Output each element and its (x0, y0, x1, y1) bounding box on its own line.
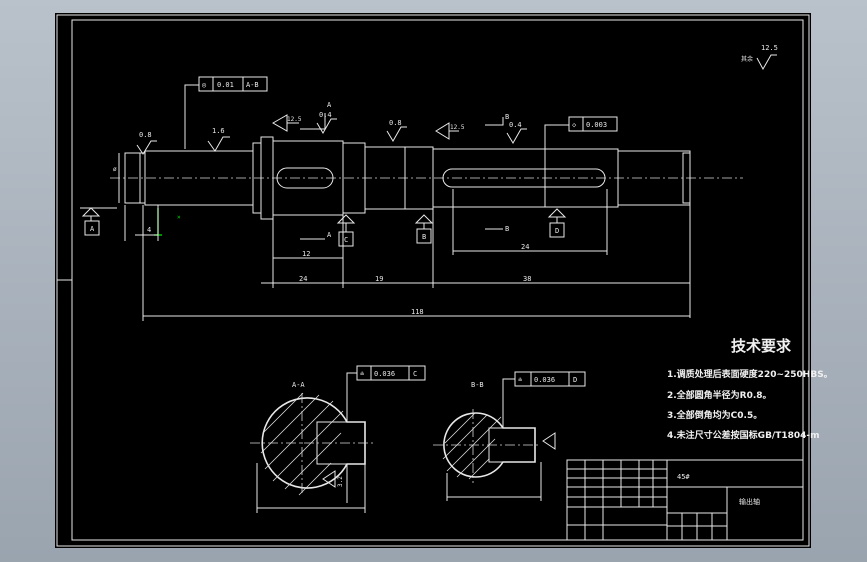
material-label: 45# (677, 473, 690, 481)
svg-text:12.5: 12.5 (450, 124, 465, 131)
part-name: 输出轴 (739, 497, 760, 506)
dim-38: 38 (523, 275, 531, 283)
datum-c: C (344, 236, 348, 244)
svg-text:×: × (177, 214, 181, 221)
tech-item-1: 1.调质处理后表面硬度220~250HBS。 (667, 368, 833, 380)
section-title-b: B-B (471, 381, 484, 389)
dim-19: 19 (375, 275, 383, 283)
tech-title: 技术要求 (731, 337, 792, 355)
symmetry-symbol-b: ≐ (518, 376, 522, 384)
dim-12: 12 (302, 250, 310, 258)
section-b-b: B-B ≐ 0.036 D (433, 371, 586, 501)
cad-drawing: 其余 12.5 × (56, 14, 833, 547)
gdt-value-a: 0.036 (374, 370, 395, 378)
technical-requirements: 技术要求 1.调质处理后表面硬度220~250HBS。 2.全部圆角半径为R0.… (667, 337, 833, 441)
inner-border (71, 19, 804, 541)
datum-b: B (422, 233, 426, 241)
section-marker-a-top: A (327, 101, 332, 109)
gdt-runout-top: ◎ 0.01 A-B (184, 76, 268, 149)
gdt-value-right: 0.003 (586, 121, 607, 129)
roughness-label: 其余 (741, 55, 753, 63)
gdt-datum-a: C (413, 370, 417, 378)
title-block: 45# 输出轴 (566, 459, 804, 541)
dim-4: 4 (147, 226, 151, 234)
symmetry-symbol-a: ≐ (360, 370, 364, 378)
gdt-right: ◇ 0.003 (544, 116, 618, 149)
concentricity-symbol: ◎ (202, 81, 207, 89)
section-markers: A A B B (300, 101, 509, 240)
tech-item-3: 3.全部倒角均为C0.5。 (667, 409, 762, 421)
datum-d: D (555, 227, 559, 235)
ra-0-8-left: 0.8 (139, 131, 152, 139)
tech-item-2: 2.全部圆角半径为R0.8。 (667, 389, 772, 401)
cylindricity-symbol: ◇ (572, 121, 577, 129)
tech-item-4: 4.未注尺寸公差按国标GB/T1804-m (667, 429, 820, 441)
shaft-main-view: × 4 12 24 19 38 24 118 (80, 76, 743, 321)
svg-text:12.5: 12.5 (287, 116, 302, 123)
dimension-group: 4 12 24 19 38 24 118 ø (113, 153, 691, 321)
dim-24-left: 24 (299, 275, 307, 283)
ra-0-4-right: 0.4 (509, 121, 522, 129)
default-roughness: 其余 12.5 (741, 44, 778, 71)
surface-finish-group: 0.8 1.6 0.4 0.8 0.4 12.5 12.5 (136, 111, 527, 155)
ra-0-8-mid: 0.8 (389, 119, 402, 127)
gdt-datum-b: D (573, 376, 577, 384)
roughness-value: 12.5 (761, 44, 778, 52)
section-marker-b-bottom: B (505, 225, 509, 233)
gdt-datum-top: A-B (246, 81, 259, 89)
datum-boxes: A C B D (80, 207, 567, 247)
gdt-value-b: 0.036 (534, 376, 555, 384)
dim-24-right: 24 (521, 243, 529, 251)
section-marker-a-bottom: A (327, 231, 332, 239)
section-title-a: A-A (292, 381, 305, 389)
drawing-sheet: 其余 12.5 × (55, 13, 833, 548)
datum-a: A (90, 225, 95, 233)
section-a-a: A-A ≐ 0.036 C 3.2 (250, 365, 426, 513)
svg-text:ø: ø (113, 166, 117, 173)
ra-1-6: 1.6 (212, 127, 225, 135)
section-marker-b-top: B (505, 113, 509, 121)
gdt-value-top: 0.01 (217, 81, 234, 89)
dim-118: 118 (411, 308, 424, 316)
svg-text:3.2: 3.2 (337, 476, 344, 487)
